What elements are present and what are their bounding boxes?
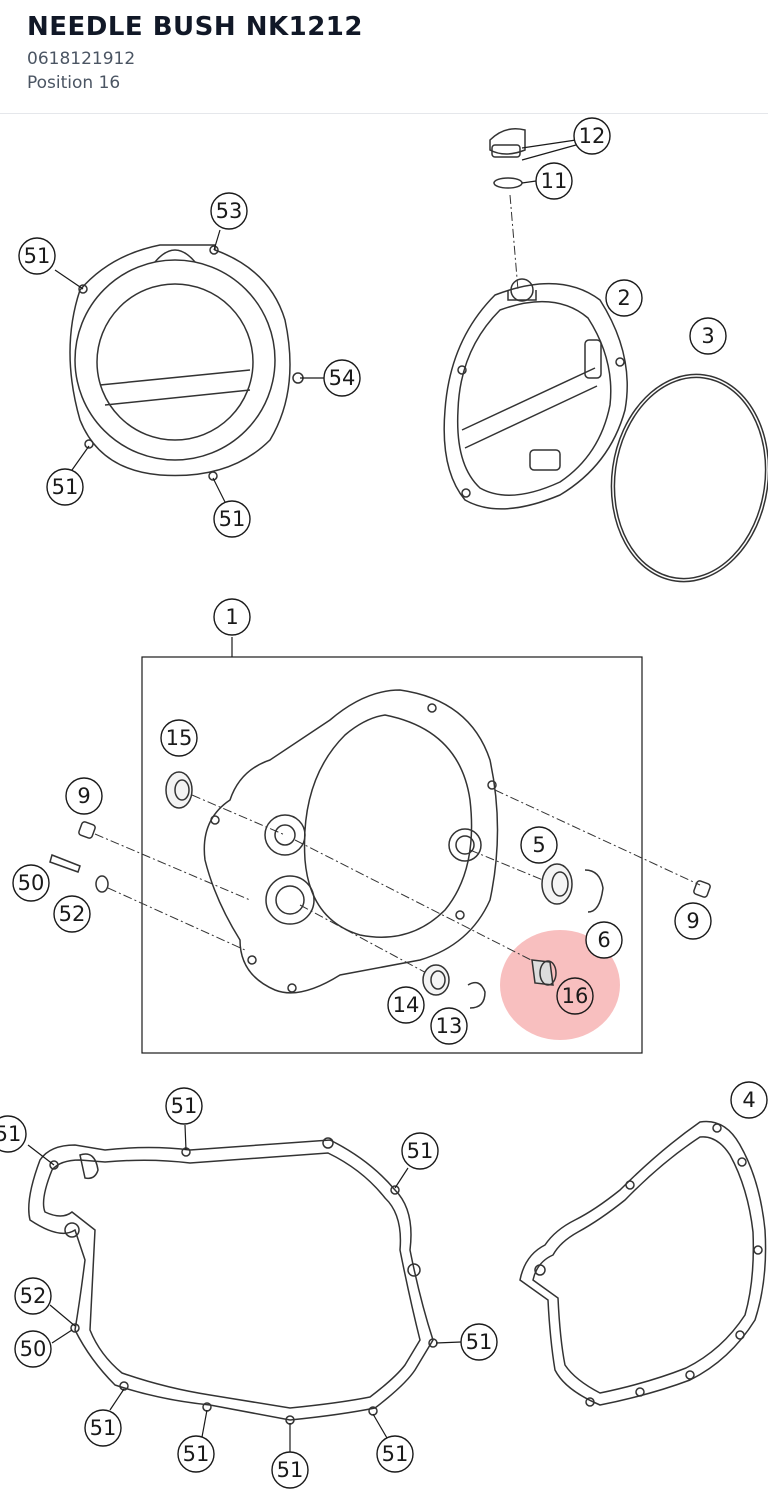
svg-text:51: 51	[24, 244, 51, 268]
callout-51[interactable]: 51	[177, 1435, 215, 1473]
callout-54[interactable]: 54	[323, 359, 361, 397]
callout-11[interactable]: 11	[535, 162, 573, 200]
svg-text:9: 9	[77, 784, 90, 808]
callout-52[interactable]: 52	[53, 895, 91, 933]
gasket-right	[519, 1120, 767, 1407]
svg-text:51: 51	[52, 475, 79, 499]
svg-text:50: 50	[18, 871, 45, 895]
svg-text:11: 11	[541, 169, 568, 193]
svg-text:51: 51	[183, 1442, 210, 1466]
svg-text:54: 54	[329, 366, 356, 390]
part-title: NEEDLE BUSH NK1212	[27, 12, 363, 42]
callout-51[interactable]: 51	[84, 1409, 122, 1447]
callout-51[interactable]: 51	[165, 1087, 203, 1125]
svg-text:51: 51	[171, 1094, 198, 1118]
clutch-cover-casting	[203, 689, 499, 994]
svg-text:51: 51	[90, 1416, 117, 1440]
callout-5[interactable]: 5	[520, 826, 558, 864]
outer-clutch-cover	[54, 229, 324, 503]
callout-13[interactable]: 13	[430, 1007, 468, 1045]
svg-text:4: 4	[742, 1088, 755, 1112]
callout-53[interactable]: 53	[210, 192, 248, 230]
seal-ring-14	[299, 904, 486, 1009]
seal-ring-5	[469, 849, 604, 913]
svg-text:16: 16	[562, 984, 589, 1008]
svg-text:50: 50	[20, 1337, 47, 1361]
o-ring-gasket	[610, 373, 768, 583]
callout-3[interactable]: 3	[689, 317, 727, 355]
inner-clutch-cover	[443, 278, 628, 510]
svg-text:9: 9	[686, 909, 699, 933]
callout-51[interactable]: 51	[18, 237, 56, 275]
oil-filler-plug	[489, 128, 577, 291]
callout-51[interactable]: 51	[376, 1435, 414, 1473]
callout-2[interactable]: 2	[605, 279, 643, 317]
svg-text:3: 3	[701, 324, 714, 348]
callout-14[interactable]: 14	[387, 986, 425, 1024]
svg-text:2: 2	[617, 286, 630, 310]
svg-text:52: 52	[59, 902, 86, 926]
callout-52[interactable]: 52	[14, 1277, 52, 1315]
callout-51[interactable]: 51	[271, 1451, 309, 1489]
callout-4[interactable]: 4	[730, 1081, 768, 1119]
callout-51[interactable]: 51	[460, 1323, 498, 1361]
part-number: 0618121912	[27, 49, 136, 69]
dowel-bolt-left	[49, 821, 251, 951]
svg-text:15: 15	[166, 726, 193, 750]
gasket-left	[27, 1124, 462, 1453]
cover-assembly-box	[141, 656, 643, 1054]
svg-text:51: 51	[466, 1330, 493, 1354]
part-position: Position 16	[27, 73, 121, 93]
part-header: NEEDLE BUSH NK1212 0618121912 Position 1…	[0, 0, 768, 114]
svg-text:51: 51	[219, 507, 246, 531]
callout-9[interactable]: 9	[674, 902, 712, 940]
svg-text:51: 51	[407, 1139, 434, 1163]
svg-text:13: 13	[436, 1014, 463, 1038]
svg-text:14: 14	[393, 993, 420, 1017]
callout-51[interactable]: 51	[401, 1132, 439, 1170]
svg-text:6: 6	[597, 928, 610, 952]
callout-51[interactable]: 51	[213, 500, 251, 538]
svg-text:51: 51	[382, 1442, 409, 1466]
callout-9[interactable]: 9	[65, 777, 103, 815]
shaft-seal-15	[165, 771, 286, 836]
dowel-right	[494, 789, 711, 898]
callout-1[interactable]: 1	[213, 598, 251, 636]
svg-text:5: 5	[532, 833, 545, 857]
svg-text:1: 1	[225, 605, 238, 629]
callout-15[interactable]: 15	[160, 719, 198, 757]
callout-51[interactable]: 51	[46, 468, 84, 506]
callout-12[interactable]: 12	[573, 117, 611, 155]
callout-51[interactable]: 51	[0, 1115, 27, 1153]
svg-text:51: 51	[277, 1458, 304, 1482]
callout-50[interactable]: 50	[12, 864, 50, 902]
svg-text:53: 53	[216, 199, 243, 223]
svg-text:51: 51	[0, 1122, 21, 1146]
callout-50[interactable]: 50	[14, 1330, 52, 1368]
svg-text:52: 52	[20, 1284, 47, 1308]
callout-6[interactable]: 6	[585, 921, 623, 959]
svg-text:12: 12	[579, 124, 606, 148]
callout-16[interactable]: 16	[556, 977, 594, 1015]
